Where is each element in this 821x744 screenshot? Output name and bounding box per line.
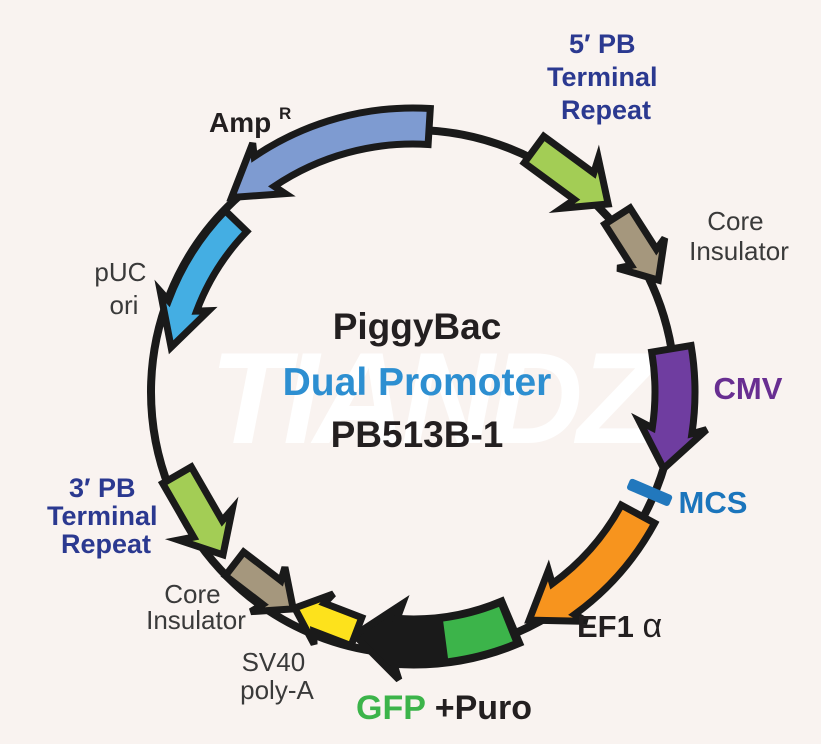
label-mcs: MCS	[679, 485, 748, 520]
label-line: Insulator	[146, 605, 246, 635]
label-line: Insulator	[689, 236, 789, 266]
label-ampr: Amp R	[209, 104, 291, 138]
label-gfp: GFP	[356, 689, 425, 727]
label-gfp-puro: GFP +Puro	[356, 689, 532, 727]
label-line: Core	[707, 206, 763, 236]
plasmid-id: PB513B-1	[331, 414, 504, 455]
label-line: pUC	[94, 257, 146, 287]
label-line: Core	[164, 579, 220, 609]
terminal-repeat-5-arrow	[519, 131, 613, 213]
label-line: SV40	[242, 647, 306, 677]
label-ef1-alpha: α	[642, 607, 662, 645]
label-line: Terminal	[47, 501, 158, 531]
label-line: 5′ PB	[569, 29, 636, 59]
label-core-insulator-top: Core Insulator	[689, 206, 789, 266]
label-line: Terminal	[547, 62, 658, 92]
terminal-repeat-3-arrow	[157, 462, 239, 560]
sv40-polya-arrow	[289, 590, 367, 651]
features-layer	[147, 104, 709, 683]
label-line: Repeat	[561, 95, 651, 125]
plasmid-subtitle: Dual Promoter	[283, 361, 552, 404]
label-ef1a: EF1 α	[577, 607, 662, 645]
label-puro: +Puro	[435, 689, 532, 727]
puc-ori-arrow	[154, 205, 252, 355]
label-5pb-terminal-repeat: 5′ PB Terminal Repeat	[547, 29, 665, 125]
plasmid-name: PiggyBac	[333, 306, 502, 347]
cmv-arrow	[631, 341, 709, 475]
label-line: Repeat	[61, 529, 151, 559]
label-sv40-polya: SV40 poly-A	[240, 647, 314, 705]
ef1a-arrow	[524, 500, 660, 625]
watermark-text: TIANDZ	[210, 325, 661, 471]
label-line: ori	[110, 290, 139, 320]
label-amp-sup: R	[279, 104, 291, 123]
core-insulator-3-arrow	[220, 547, 298, 616]
mcs-tick	[627, 478, 673, 506]
label-ef1-main: EF1	[577, 609, 634, 644]
label-core-insulator-bottom: Core Insulator	[146, 579, 246, 635]
gfp-segment	[443, 606, 513, 659]
label-line: 3′ PB	[69, 473, 136, 503]
ampr-arrow	[226, 104, 435, 202]
label-amp-main: Amp	[209, 107, 271, 138]
label-line: poly-A	[240, 675, 314, 705]
core-insulator-5-arrow	[599, 203, 669, 285]
label-puc-ori: pUC ori	[94, 257, 153, 320]
label-cmv: CMV	[714, 371, 783, 406]
label-3pb-terminal-repeat: 3′ PB Terminal Repeat	[47, 473, 165, 559]
